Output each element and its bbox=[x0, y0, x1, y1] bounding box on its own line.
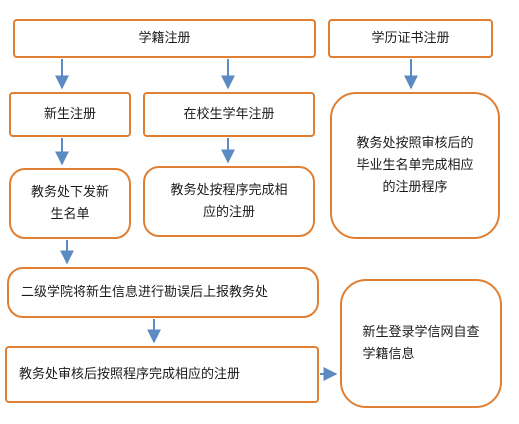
node-label: 在校生学年注册 bbox=[183, 106, 275, 122]
node-label: 新生注册 bbox=[43, 106, 96, 122]
node-label-line: 教务处下发新 bbox=[30, 184, 109, 200]
node-label-line: 应的注册 bbox=[202, 204, 255, 220]
node-label-line: 教务处按照审核后的 bbox=[356, 135, 474, 151]
node-xinsheng-zhuce: 新生注册 bbox=[9, 92, 131, 137]
node-xueji-zhuce: 学籍注册 bbox=[13, 19, 316, 58]
node-chaxun-xueji: 新生登录学信网自查 学籍信息 bbox=[340, 279, 502, 408]
node-xueli-zhengshu-zhuce: 学历证书注册 bbox=[328, 19, 493, 58]
node-biye-zhuce: 教务处按照审核后的 毕业生名单完成相应 的注册程序 bbox=[330, 92, 500, 239]
node-label: 学历证书注册 bbox=[371, 30, 450, 46]
node-label-line: 的注册程序 bbox=[382, 179, 448, 195]
node-label: 学籍注册 bbox=[138, 30, 191, 46]
node-zaixiao-zhuce: 在校生学年注册 bbox=[143, 92, 315, 137]
node-xiafa-mingdan: 教务处下发新 生名单 bbox=[9, 168, 131, 239]
node-zaixiao-chengxu: 教务处按程序完成相 应的注册 bbox=[143, 166, 315, 237]
node-label-line: 学籍信息 bbox=[362, 346, 415, 362]
node-label-line: 生名单 bbox=[50, 206, 90, 222]
node-label-line: 教务处按程序完成相 bbox=[170, 182, 288, 198]
node-label: 教务处审核后按照程序完成相应的注册 bbox=[19, 366, 241, 382]
node-label: 二级学院将新生信息进行勘误后上报教务处 bbox=[21, 284, 269, 300]
node-label-line: 新生登录学信网自查 bbox=[362, 324, 480, 340]
node-jiaowu-shenhe: 教务处审核后按照程序完成相应的注册 bbox=[5, 346, 319, 403]
node-label-line: 毕业生名单完成相应 bbox=[356, 157, 474, 173]
node-erji-xueyuan: 二级学院将新生信息进行勘误后上报教务处 bbox=[7, 267, 319, 318]
